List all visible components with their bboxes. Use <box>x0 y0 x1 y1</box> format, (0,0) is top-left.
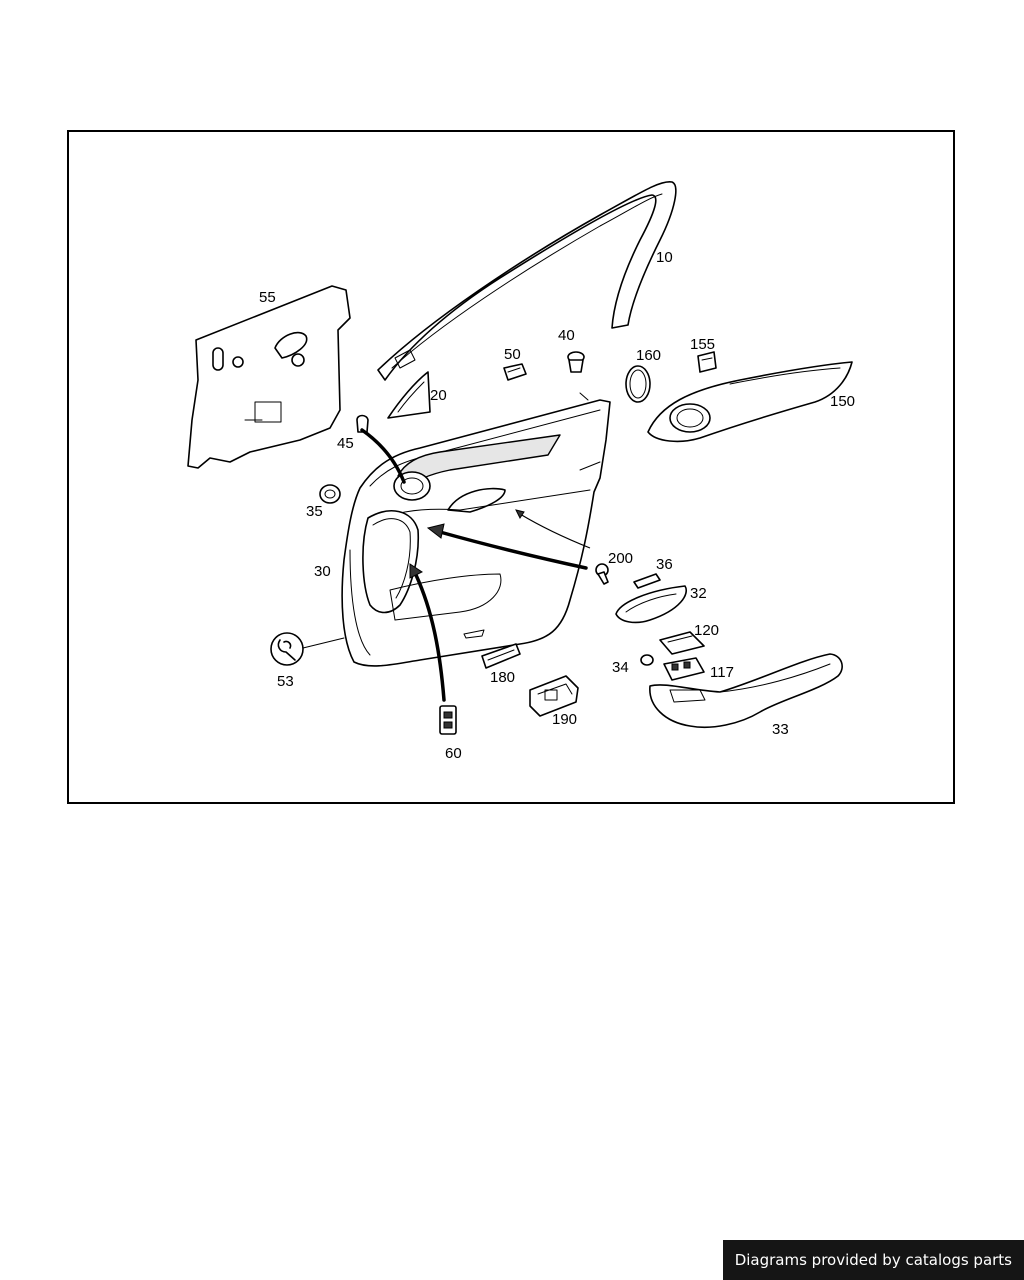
footer-credit: Diagrams provided by catalogs parts <box>722 1240 1024 1280</box>
label-part-55: 55 <box>259 289 276 306</box>
part-33-armrest <box>649 653 843 729</box>
label-part-32: 32 <box>690 585 707 602</box>
part-53-wrench-symbol <box>270 632 345 666</box>
part-32-handle-bezel <box>615 585 687 624</box>
part-150-upper-trim <box>647 361 853 443</box>
label-part-10: 10 <box>656 249 673 266</box>
part-50-clip <box>503 363 527 381</box>
label-part-34: 34 <box>612 659 629 676</box>
label-part-45: 45 <box>337 435 354 452</box>
part-120-switch-panel <box>659 631 705 655</box>
label-part-50: 50 <box>504 346 521 363</box>
label-part-35: 35 <box>306 503 323 520</box>
label-part-40: 40 <box>558 327 575 344</box>
label-part-155: 155 <box>690 336 715 353</box>
label-part-20: 20 <box>430 387 447 404</box>
part-20-tweeter-cover <box>387 371 431 419</box>
label-part-190: 190 <box>552 711 577 728</box>
part-30-door-trim-panel <box>341 392 611 667</box>
part-36-cap <box>633 573 661 589</box>
part-160-speaker-grille <box>625 365 651 403</box>
part-45-clip <box>356 414 369 433</box>
label-part-200: 200 <box>608 550 633 567</box>
assembly-arrows <box>360 428 591 702</box>
label-part-30: 30 <box>314 563 331 580</box>
part-190-housing <box>529 675 579 717</box>
part-117-switch-unit <box>663 657 705 681</box>
label-part-180: 180 <box>490 669 515 686</box>
part-40-push-clip <box>567 351 585 373</box>
label-part-53: 53 <box>277 673 294 690</box>
part-180-light <box>481 643 521 669</box>
label-part-117: 117 <box>710 664 734 681</box>
part-35-grommet <box>319 484 341 504</box>
label-part-33: 33 <box>772 721 789 738</box>
part-55-door-membrane <box>187 285 351 469</box>
part-labels: 10 55 40 50 160 155 20 150 45 35 30 200 … <box>259 249 855 762</box>
part-60-switch <box>439 705 457 735</box>
label-part-160: 160 <box>636 347 661 364</box>
label-part-150: 150 <box>830 393 855 410</box>
label-part-60: 60 <box>445 745 462 762</box>
part-34-clip <box>640 654 654 666</box>
part-155-bracket <box>697 351 717 373</box>
part-10-window-trim <box>377 181 677 381</box>
part-200-screw <box>595 563 609 585</box>
label-part-120: 120 <box>694 622 719 639</box>
label-part-36: 36 <box>656 556 673 573</box>
